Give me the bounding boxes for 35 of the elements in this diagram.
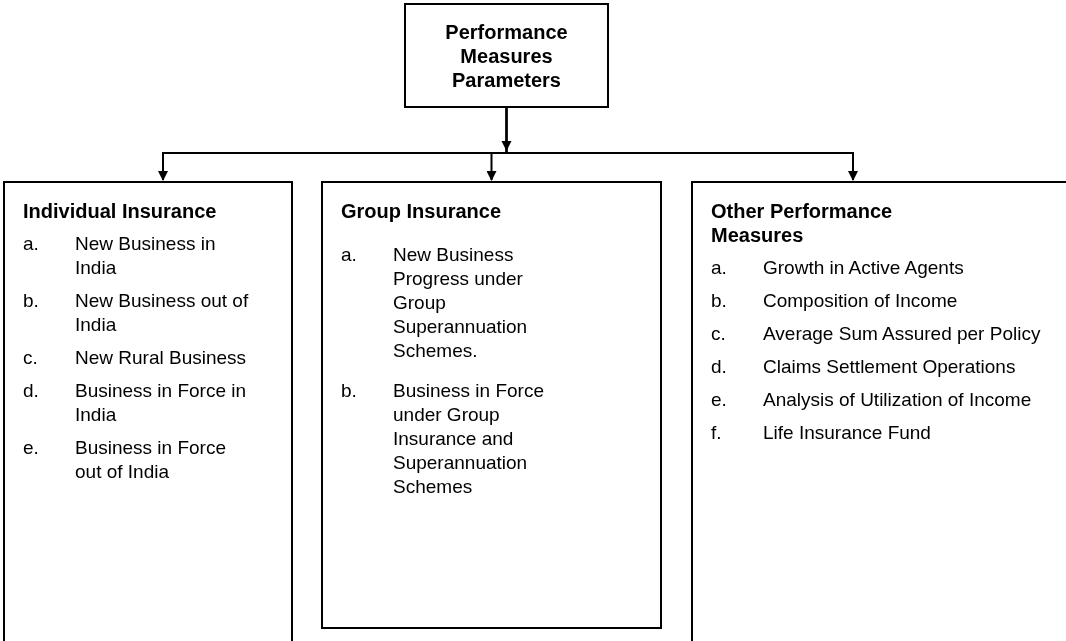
box-heading: Group Insurance [341,199,503,223]
list-letter: b. [23,289,40,313]
list-item: Claims Settlement Operations [763,355,1016,379]
category-box [691,181,1066,641]
category-box [3,181,293,641]
list-item: Growth in Active Agents [763,256,964,280]
list-item: Life Insurance Fund [763,421,931,445]
list-letter: b. [341,379,358,403]
list-letter: a. [23,232,40,256]
list-item: Business in Force out of India [75,436,227,484]
list-letter: c. [711,322,727,346]
list-letter: a. [341,243,358,267]
list-letter: b. [711,289,728,313]
box-heading: Individual Insurance [23,199,218,223]
list-letter: d. [711,355,728,379]
list-item: Business in Force under Group Insurance and Superannuation Schemes [393,379,545,499]
root-box [404,3,609,108]
box-title: Performance Measures Parameters [444,19,569,92]
list-letter: c. [23,346,39,370]
list-item: Composition of Income [763,289,958,313]
list-item: New Business Progress under Group Superannuation Schemes. [393,243,529,363]
list-item: Average Sum Assured per Policy [763,322,1041,346]
list-letter: e. [23,436,40,460]
list-item: New Business in India [75,232,217,280]
category-box [321,181,662,629]
list-item: Analysis of Utilization of Income [763,388,1032,412]
list-item: New Business out of India [75,289,250,337]
box-heading: Other Performance Measures [711,199,894,247]
list-letter: a. [711,256,728,280]
connector-arrow [505,107,858,181]
list-letter: e. [711,388,728,412]
list-letter: f. [711,421,723,445]
list-item: Business in Force in India [75,379,248,427]
list-letter: d. [23,379,40,403]
list-item: New Rural Business [75,346,248,370]
